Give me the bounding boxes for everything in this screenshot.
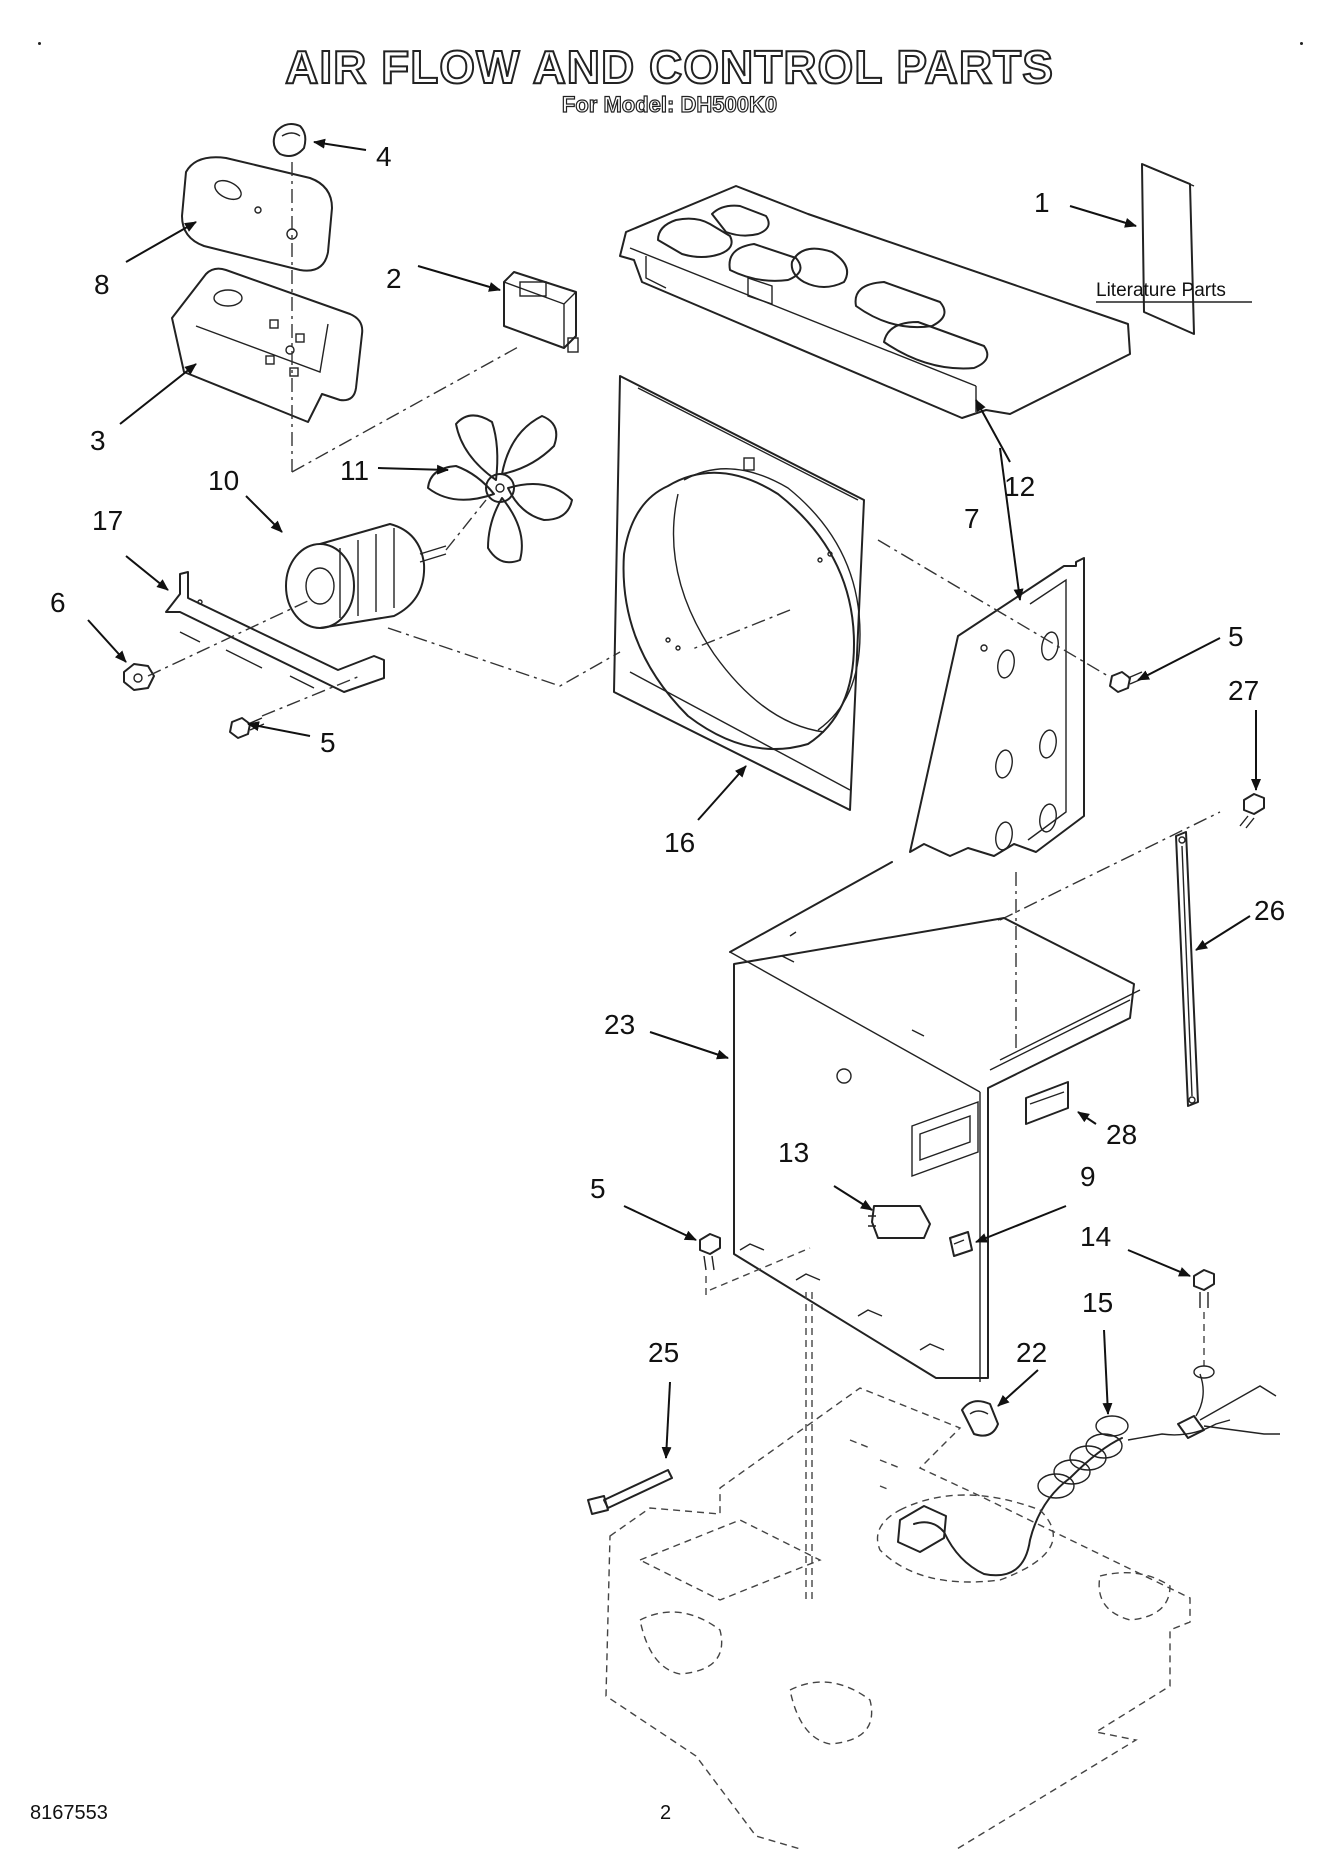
callout-7: 7	[964, 503, 980, 534]
mounting-screw-part	[699, 1233, 721, 1271]
document-code: 8167553	[30, 1802, 108, 1824]
base-pan-part	[605, 1387, 1191, 1849]
literature-booklet-part	[1141, 163, 1195, 335]
callout-8: 8	[94, 269, 110, 300]
float-switch-part	[868, 1205, 931, 1239]
callout-4: 4	[376, 141, 392, 172]
callout-13: 13	[778, 1137, 809, 1168]
corner-mark	[38, 42, 41, 45]
side-panel-bracket-part	[909, 557, 1085, 857]
mounting-screw-part	[229, 717, 265, 739]
literature-parts-label: Literature Parts	[1096, 280, 1226, 301]
callout-5: 5	[320, 727, 336, 758]
callout-14: 14	[1080, 1221, 1111, 1252]
cabinet-label-pad-part	[1025, 1081, 1069, 1125]
fan-blade-part	[427, 414, 573, 564]
control-switch-part	[503, 271, 579, 353]
callout-22: 22	[1016, 1337, 1047, 1368]
callout-26: 26	[1254, 895, 1285, 926]
callout-5: 5	[1228, 621, 1244, 652]
callout-27: 27	[1228, 675, 1259, 706]
callout-3: 3	[90, 425, 106, 456]
motor-mount-bracket-part	[165, 571, 385, 693]
control-housing-part	[171, 267, 364, 423]
callout-15: 15	[1082, 1287, 1113, 1318]
callout-25: 25	[648, 1337, 679, 1368]
fan-shroud-part	[613, 375, 865, 811]
model-subtitle: For Model: DH500K0	[561, 91, 778, 117]
callout-1: 1	[1034, 187, 1050, 218]
callout-5: 5	[590, 1173, 606, 1204]
power-cord-part	[897, 1365, 1280, 1577]
cabinet-housing-part	[729, 861, 1141, 1382]
cable-tie-part	[587, 1469, 673, 1515]
callout-17: 17	[92, 505, 123, 536]
callout-12: 12	[1004, 471, 1035, 502]
control-overlay-part	[181, 156, 333, 272]
hex-nut-part	[123, 663, 155, 691]
ground-screw-part	[1193, 1269, 1215, 1308]
callout-9: 9	[1080, 1161, 1096, 1192]
strain-relief-part	[961, 1400, 999, 1437]
corner-mark	[1300, 42, 1303, 45]
callout-16: 16	[664, 827, 695, 858]
mounting-screw-part	[1109, 671, 1145, 693]
callout-2: 2	[386, 263, 402, 294]
top-cover-grille-part	[619, 185, 1131, 419]
callout-23: 23	[604, 1009, 635, 1040]
seal-strip-part	[1175, 831, 1199, 1107]
callout-6: 6	[50, 587, 66, 618]
callout-28: 28	[1106, 1119, 1137, 1150]
mounting-screw-part	[1239, 793, 1265, 829]
callout-11: 11	[340, 455, 369, 486]
callout-10: 10	[208, 465, 239, 496]
callout-arrows	[87, 138, 1261, 1459]
page-title: AIR FLOW AND CONTROL PARTS	[284, 40, 1054, 94]
fan-motor-part	[285, 523, 447, 629]
control-knob-part	[272, 123, 307, 157]
page-number: 2	[660, 1802, 672, 1824]
retaining-clip-part	[949, 1231, 973, 1257]
